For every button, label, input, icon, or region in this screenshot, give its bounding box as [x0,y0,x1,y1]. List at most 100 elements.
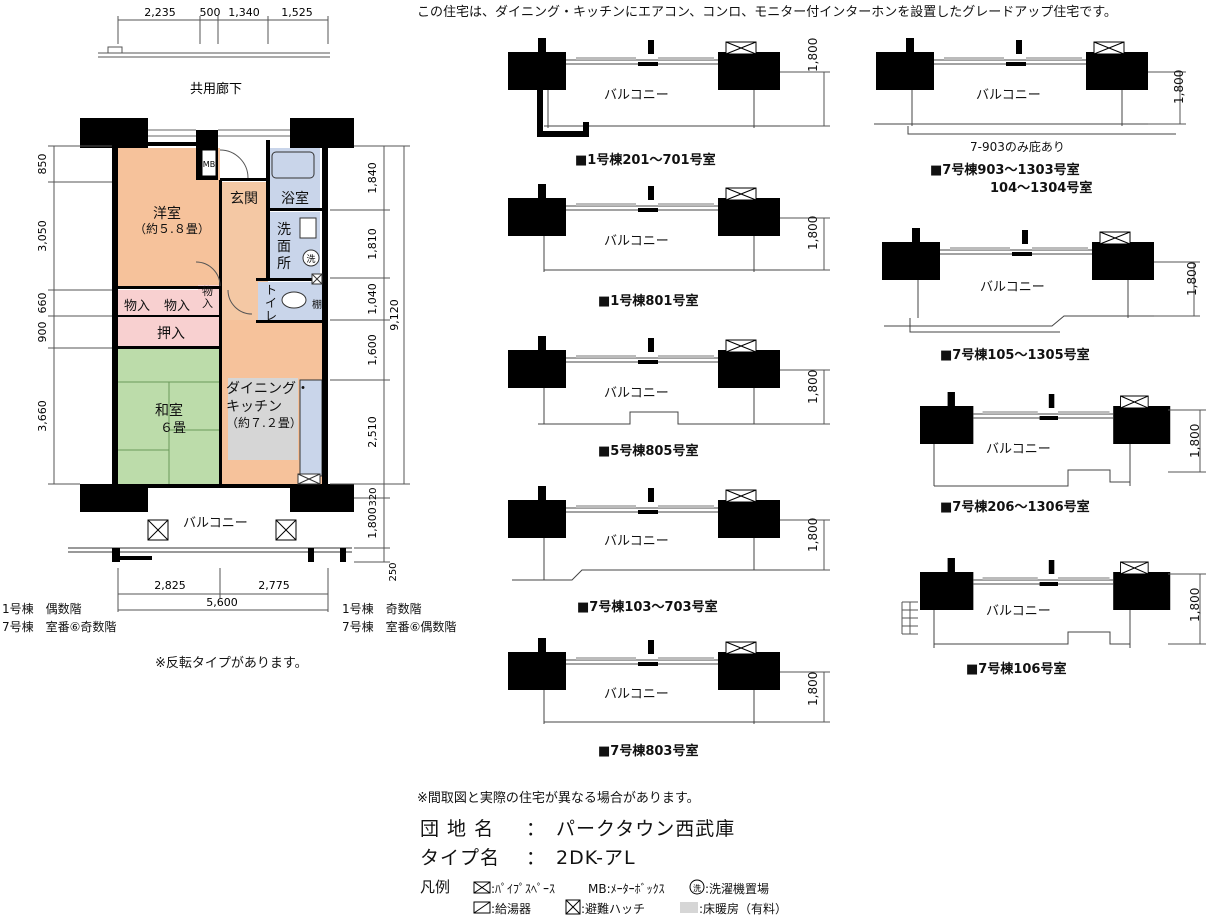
svg-text:洗: 洗 [693,883,701,893]
dk-size: （約７.２畳） [226,416,302,430]
left-dim-4: 900 [36,322,49,343]
oshiire-label: 押入 [157,326,185,342]
genkan-label: 玄関 [230,191,258,207]
tana-label: 棚 [312,300,322,311]
washing-machine-icon [302,249,320,267]
variant-7-label: ■7号棟105～1305号室 [940,348,1090,363]
monoire-3-label: 物入 [202,285,213,310]
corridor-label: 共用廊下 [190,81,242,97]
legend-pipe-text: :ﾊﾟｲﾌﾟｽﾍﾟｰｽ [491,882,556,896]
bottom-total-dim: 5,600 [206,596,238,609]
right-dim-2: 1,810 [366,228,379,260]
top-dimension-line [98,16,330,58]
right-floor-note: 1号棟 奇数階 7号棟 室番⑥偶数階 [342,602,457,634]
variant-diagram-4 [507,485,830,581]
yokushitsu-label: 浴室 [281,191,309,207]
legend-mb-text: MB:ﾒｰﾀｰﾎﾞｯｸｽ [588,882,665,896]
variant-1-balcony: バルコニー [604,88,669,103]
danchi-name-value: パークタウン西武庫 [556,818,736,840]
walls [80,118,354,512]
legend-floor-heat-text: :床暖房（有料） [699,902,788,916]
type-name-label: タイプ名 [420,847,501,869]
washing-machine-legend-icon: 洗 [689,879,705,895]
variant-6-note: 7-903のみ庇あり [970,140,1065,154]
variant-6-balcony: バルコニー [976,88,1041,103]
senmen-label: 洗面所 [277,222,291,272]
dk-label-1: ダイニング・ [226,381,310,397]
variant-4-balcony: バルコニー [604,534,669,549]
left-dim-5: 3,660 [36,400,49,432]
variant-9-label: ■7号棟106号室 [966,662,1067,677]
floor-heat-legend-icon [680,902,698,913]
monoire-1 [118,290,158,315]
monoire-3 [198,285,220,315]
oshiire [118,316,220,346]
water-heater-icon [473,901,491,914]
variant-2-balcony: バルコニー [604,234,669,249]
left-dim-3: 660 [36,293,49,314]
variant-3-label: ■5号棟805号室 [598,444,699,459]
youshitsu-size: （約５.８畳） [134,222,210,236]
variant-diagram-8 [919,391,1206,487]
header-note: この住宅は、ダイニング・キッチンにエアコン、コンロ、モニター付インターホンを設置… [417,5,1117,20]
washitsu-size: ６畳 [160,421,187,436]
left-dim-1: 850 [36,154,49,175]
variant-9-balcony: バルコニー [986,604,1051,619]
variant-1-label: ■1号棟201～701号室 [575,153,716,168]
hatch-icon [565,899,581,915]
right-dim-8: 250 [388,562,399,581]
variant-7-balcony: バルコニー [980,280,1045,295]
toilet-label: トイレ [265,283,278,323]
variant-8-balcony: バルコニー [986,442,1051,457]
legend-wash-text: :洗濯機置場 [705,882,770,896]
variant-4-label: ■7号棟103～703号室 [577,600,718,615]
type-name-colon: ： [526,847,547,869]
variant-5-label: ■7号棟803号室 [598,744,699,759]
variant-6-label: ■7号棟903～1303号室 [930,163,1080,178]
variant-diagram-9 [901,557,1206,648]
svg-text:洗: 洗 [306,253,315,265]
bottom-dim-1: 2,825 [154,579,186,592]
variant-diagram-3 [507,335,830,425]
variant-8-label: ■7号棟206～1306号室 [940,500,1090,515]
right-dim-7: 1,800 [366,507,379,539]
left-floor-note: 1号棟 偶数階 7号棟 室番⑥奇数階 [2,602,117,634]
legend-hatch-text: :避難ハッチ [581,902,646,916]
variant-diagrams [507,37,1206,724]
balcony-area [148,488,290,534]
variant-3-balcony: バルコニー [604,386,669,401]
variant-2-label: ■1号棟801号室 [598,294,699,309]
main-balcony-label: バルコニー [183,516,248,531]
monoire-2 [158,290,198,315]
floor-heat-area [228,378,298,460]
right-dim-5: 2,510 [366,416,379,448]
danchi-name-label: 団 地 名 [420,818,495,840]
variant-diagram-7 [881,227,1200,333]
bottom-dim-2: 2,775 [258,579,290,592]
top-dim-3: 1,340 [228,6,260,19]
variant-6-label-2: 104～1304号室 [990,181,1093,196]
right-dim-4: 1,600 [366,334,379,366]
right-dim-6: 320 [368,487,379,506]
top-dim-4: 1,525 [281,6,313,19]
monoire-1-label: 物入 [124,299,151,314]
top-dim-2: 500 [200,6,221,19]
legend-title: 凡例 [420,878,451,896]
main-floor-plan: 2,235 500 1,340 1,525 共用廊下 [36,6,410,612]
right-total-dim: 9,120 [388,299,401,331]
youshitsu-label: 洋室 [153,206,181,222]
variant-diagram-5 [507,637,830,724]
top-dim-1: 2,235 [144,6,176,19]
variant-5-balcony: バルコニー [604,687,669,702]
mb-box [201,149,217,177]
danchi-name-colon: ： [526,818,547,840]
bathtub [271,151,315,179]
dk-label-2: キッチン [226,399,282,415]
washbasin [299,217,317,239]
disclaimer: ※間取図と実際の住宅が異なる場合があります。 [417,791,700,806]
type-name-value: 2DK-アL [556,847,636,869]
washitsu-label: 和室 [155,403,183,419]
right-dim-3: 1,040 [366,283,379,315]
right-dim-1: 1,840 [366,162,379,194]
